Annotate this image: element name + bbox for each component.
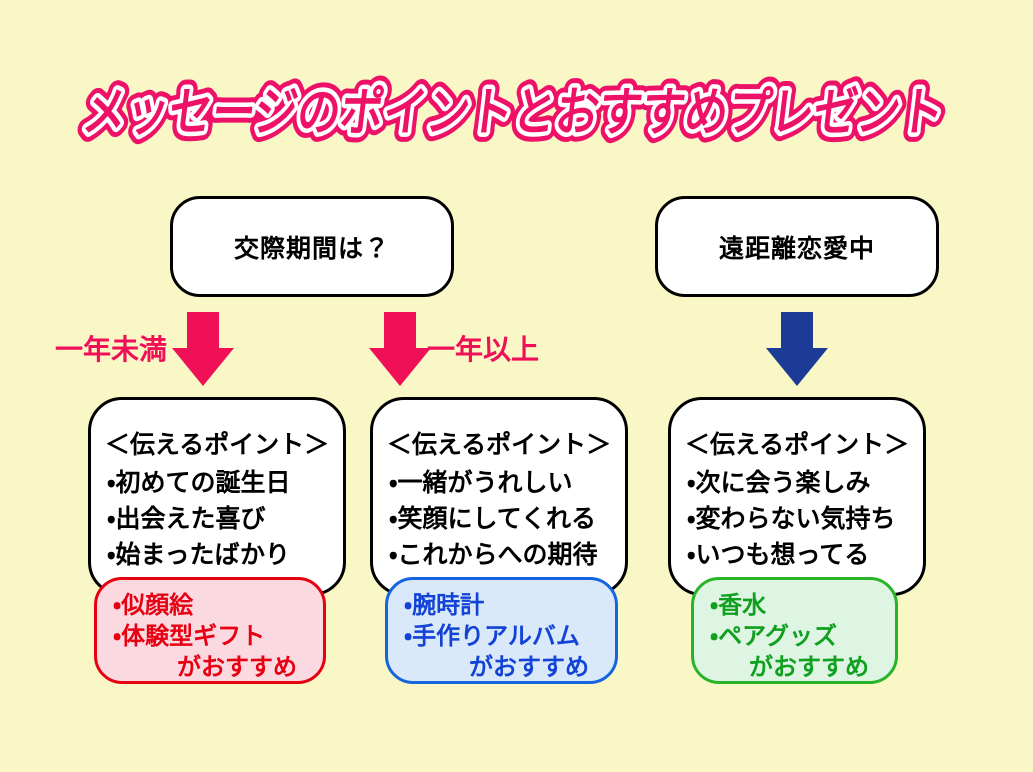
points-heading: ＜伝えるポイント＞ — [104, 431, 330, 459]
question-label: 遠距離恋愛中 — [718, 234, 875, 263]
gift-box-long-distance: ・香水 ・ペアグッズ がおすすめ — [691, 577, 898, 684]
arrow-label-under-one-year: 一年未満 — [55, 334, 168, 365]
point-item: ・出会えた喜び — [107, 505, 266, 533]
points-box-long-distance: ＜伝えるポイント＞ ・次に会う楽しみ ・変わらない気持ち ・いつも想ってる — [668, 397, 926, 596]
gift-item: ・手作りアルバム — [404, 623, 580, 650]
points-heading: ＜伝えるポイント＞ — [684, 431, 910, 459]
question-box-long-distance: 遠距離恋愛中 — [655, 196, 939, 297]
point-item: ・これからへの期待 — [389, 541, 598, 569]
points-box-over-one-year: ＜伝えるポイント＞ ・一緒がうれしい ・笑顔にしてくれる ・これからへの期待 — [370, 397, 628, 596]
point-item: ・いつも想ってる — [687, 541, 870, 569]
point-item: ・次に会う楽しみ — [687, 469, 871, 497]
gift-item: ・体験型ギフト — [113, 623, 266, 650]
down-arrow-shape — [766, 312, 828, 386]
page-title-art: メッセージのポイントとおすすめプレゼント メッセージのポイントとおすすめプレゼン… — [70, 75, 956, 152]
page-title: メッセージのポイントとおすすめプレゼント — [80, 84, 947, 142]
question-label: 交際期間は？ — [233, 234, 390, 263]
gift-item: ・似顔絵 — [113, 592, 194, 619]
gift-box-under-one-year: ・似顔絵 ・体験型ギフト がおすすめ — [94, 577, 326, 684]
points-heading: ＜伝えるポイント＞ — [386, 431, 612, 459]
point-item: ・変わらない気持ち — [687, 505, 896, 533]
down-arrow-icon — [766, 312, 828, 386]
points-box-under-one-year: ＜伝えるポイント＞ ・初めての誕生日 ・出会えた喜び ・始まったばかり — [88, 397, 346, 596]
gift-recommend-suffix: がおすすめ — [749, 654, 869, 681]
gift-recommend-suffix: がおすすめ — [469, 654, 589, 681]
page-title-outline: メッセージのポイントとおすすめプレゼント — [80, 84, 947, 142]
down-arrow-shape — [172, 312, 234, 386]
point-item: ・初めての誕生日 — [107, 469, 291, 497]
down-arrow-icon — [172, 312, 234, 386]
gift-item: ・香水 — [710, 592, 767, 619]
gift-item: ・ペアグッズ — [710, 623, 837, 650]
gift-box-over-one-year: ・腕時計 ・手作りアルバム がおすすめ — [385, 577, 618, 684]
question-box-dating-period: 交際期間は？ — [170, 196, 454, 297]
down-arrow-icon — [369, 312, 431, 386]
point-item: ・笑顔にしてくれる — [389, 505, 597, 533]
point-item: ・始まったばかり — [107, 541, 291, 569]
gift-recommend-suffix: がおすすめ — [177, 654, 297, 681]
down-arrow-shape — [369, 312, 431, 386]
arrow-label-over-one-year: 一年以上 — [427, 334, 540, 365]
point-item: ・一緒がうれしい — [389, 469, 573, 497]
gift-item: ・腕時計 — [404, 592, 485, 619]
